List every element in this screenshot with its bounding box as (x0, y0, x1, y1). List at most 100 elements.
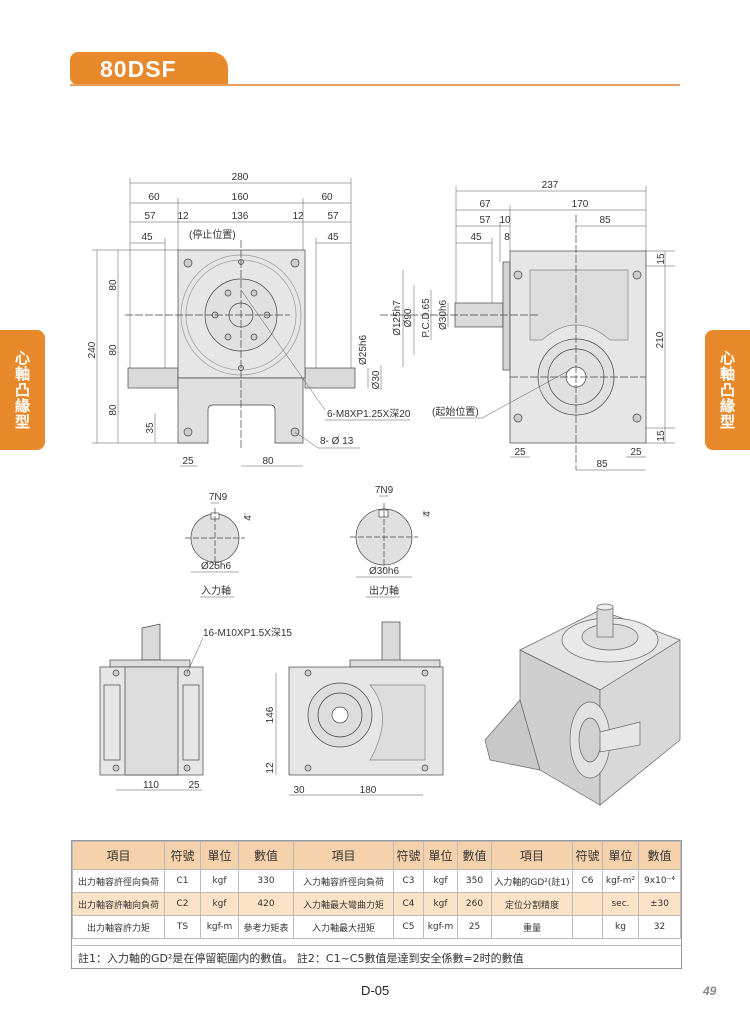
cell: C2 (164, 892, 201, 916)
dim-57-right: 57 (327, 211, 339, 222)
dim-146: 146 (265, 706, 276, 723)
cell: C4 (393, 892, 424, 916)
dim-67: 67 (479, 199, 491, 210)
dim-60-right: 60 (321, 192, 333, 203)
key-depth-label: 4 (243, 515, 254, 521)
output-shaft-title: 出力軸 (369, 584, 399, 597)
cell: 定位分割精度 (491, 892, 573, 916)
cell: ±30 (638, 892, 681, 916)
col-value: 數值 (638, 841, 681, 870)
col-unit: 單位 (602, 841, 639, 870)
dim-dia-125h7: Ø125h7 (392, 300, 403, 336)
col-value: 數值 (238, 841, 294, 870)
stop-position-label: (停止位置) (189, 228, 236, 241)
dim-80-bottom: 80 (108, 404, 119, 416)
dim-280: 280 (232, 172, 249, 183)
cell: 重量 (491, 915, 573, 939)
cell: 出力軸容許軸向負荷 (72, 892, 165, 916)
output-shaft-section: 7N9 4 Ø30h6 出力軸 (350, 485, 433, 598)
dim-85-bottom: 85 (596, 459, 608, 470)
front-view: 280 60 160 60 57 12 136 12 57 45 45 240 … (87, 172, 411, 467)
dim-15-bottom: 15 (656, 430, 667, 442)
cell: C6 (572, 869, 603, 893)
input-shaft-title: 入力軸 (201, 584, 231, 597)
col-unit: 單位 (200, 841, 239, 870)
cell: kgf (423, 869, 458, 893)
col-symbol: 符號 (164, 841, 201, 870)
cell: 入力軸的GD²(註1) (491, 869, 573, 893)
header-tab (70, 52, 228, 85)
cell: 出力軸容許徑向負荷 (72, 869, 165, 893)
cell: kgf-m² (602, 869, 639, 893)
dim-210: 210 (655, 331, 666, 348)
model-title: 80DSF (100, 56, 177, 82)
dim-dia-30h6: Ø30h6 (438, 300, 449, 330)
dim-25-right: 25 (630, 447, 642, 458)
col-symbol: 符號 (393, 841, 424, 870)
dim-237: 237 (542, 180, 559, 191)
dim-input-shaft-dia: Ø25h6 (358, 335, 369, 365)
dim-170: 170 (572, 199, 589, 210)
side-tab-right: 心軸凸緣型 (705, 330, 750, 450)
cell: kgf-m (423, 915, 458, 939)
keyway-label: 7N9 (209, 492, 228, 503)
cell: 入力軸最大彎曲力矩 (293, 892, 394, 916)
side-tab-label: 心軸凸緣型 (13, 350, 31, 430)
cell: kgf (200, 892, 239, 916)
cell: C5 (393, 915, 424, 939)
dim-pcd-65: P.C.D.65 (421, 298, 432, 338)
spec-header-row: 項目 符號 單位 數值 項目 符號 單位 數值 項目 符號 單位 數值 (72, 841, 681, 870)
dim-15-top: 15 (656, 253, 667, 265)
input-shaft-section: 7N9 4 Ø25h6 入力軸 (185, 492, 254, 598)
dim-57: 57 (479, 215, 491, 226)
cell: C3 (393, 869, 424, 893)
dim-85-top: 85 (599, 215, 611, 226)
cell: kg (602, 915, 639, 939)
col-item: 項目 (72, 841, 165, 870)
dim-180: 180 (360, 785, 377, 796)
page-number: 49 (703, 984, 717, 998)
shaft-dia-label: Ø25h6 (201, 561, 231, 572)
dim-45: 45 (470, 232, 482, 243)
dim-240: 240 (87, 341, 98, 358)
tap-hole-label: 6-M8XP1.25X深20 (327, 408, 411, 420)
dim-110: 110 (143, 780, 159, 791)
dim-30: Ø30 (371, 370, 382, 389)
dim-160: 160 (232, 192, 249, 203)
col-item: 項目 (293, 841, 394, 870)
col-item: 項目 (491, 841, 573, 870)
dim-25: 25 (188, 780, 200, 791)
cell: kgf (200, 869, 239, 893)
spec-table: 項目 符號 單位 數值 項目 符號 單位 數值 項目 符號 單位 數值 出力軸容… (71, 840, 682, 969)
cell: 出力軸容許力矩 (72, 915, 165, 939)
col-value: 數值 (457, 841, 492, 870)
side-tab-label: 心軸凸緣型 (718, 350, 736, 430)
rear-view: 16-M10XP1.5X深15 110 25 (99, 623, 292, 791)
cell: 入力軸容許徑向負荷 (293, 869, 394, 893)
dim-8: 8 (504, 232, 510, 243)
dim-12-right: 12 (292, 211, 304, 222)
dim-35: 35 (145, 422, 156, 434)
cell: kgf-m (200, 915, 239, 939)
col-symbol: 符號 (572, 841, 603, 870)
cell: TS (164, 915, 201, 939)
cell: 32 (638, 915, 681, 939)
start-position-label: (起始位置) (432, 405, 479, 418)
section-code: D-05 (361, 983, 390, 998)
dim-80-top: 80 (108, 279, 119, 291)
technical-drawings: 280 60 160 60 57 12 136 12 57 45 45 240 … (87, 172, 681, 806)
dim-45-right: 45 (327, 232, 339, 243)
header-rule (70, 84, 680, 86)
bottom-view: 146 12 30 180 (265, 621, 444, 796)
isometric-view (484, 603, 681, 806)
dim-12: 12 (265, 762, 276, 774)
cell: 260 (457, 892, 492, 916)
cell: C1 (164, 869, 201, 893)
cell: 入力軸最大扭矩 (293, 915, 394, 939)
cell: sec. (602, 892, 639, 916)
dim-60-left: 60 (148, 192, 160, 203)
dim-dia-90: Ø90 (403, 308, 414, 327)
dim-12-left: 12 (177, 211, 189, 222)
